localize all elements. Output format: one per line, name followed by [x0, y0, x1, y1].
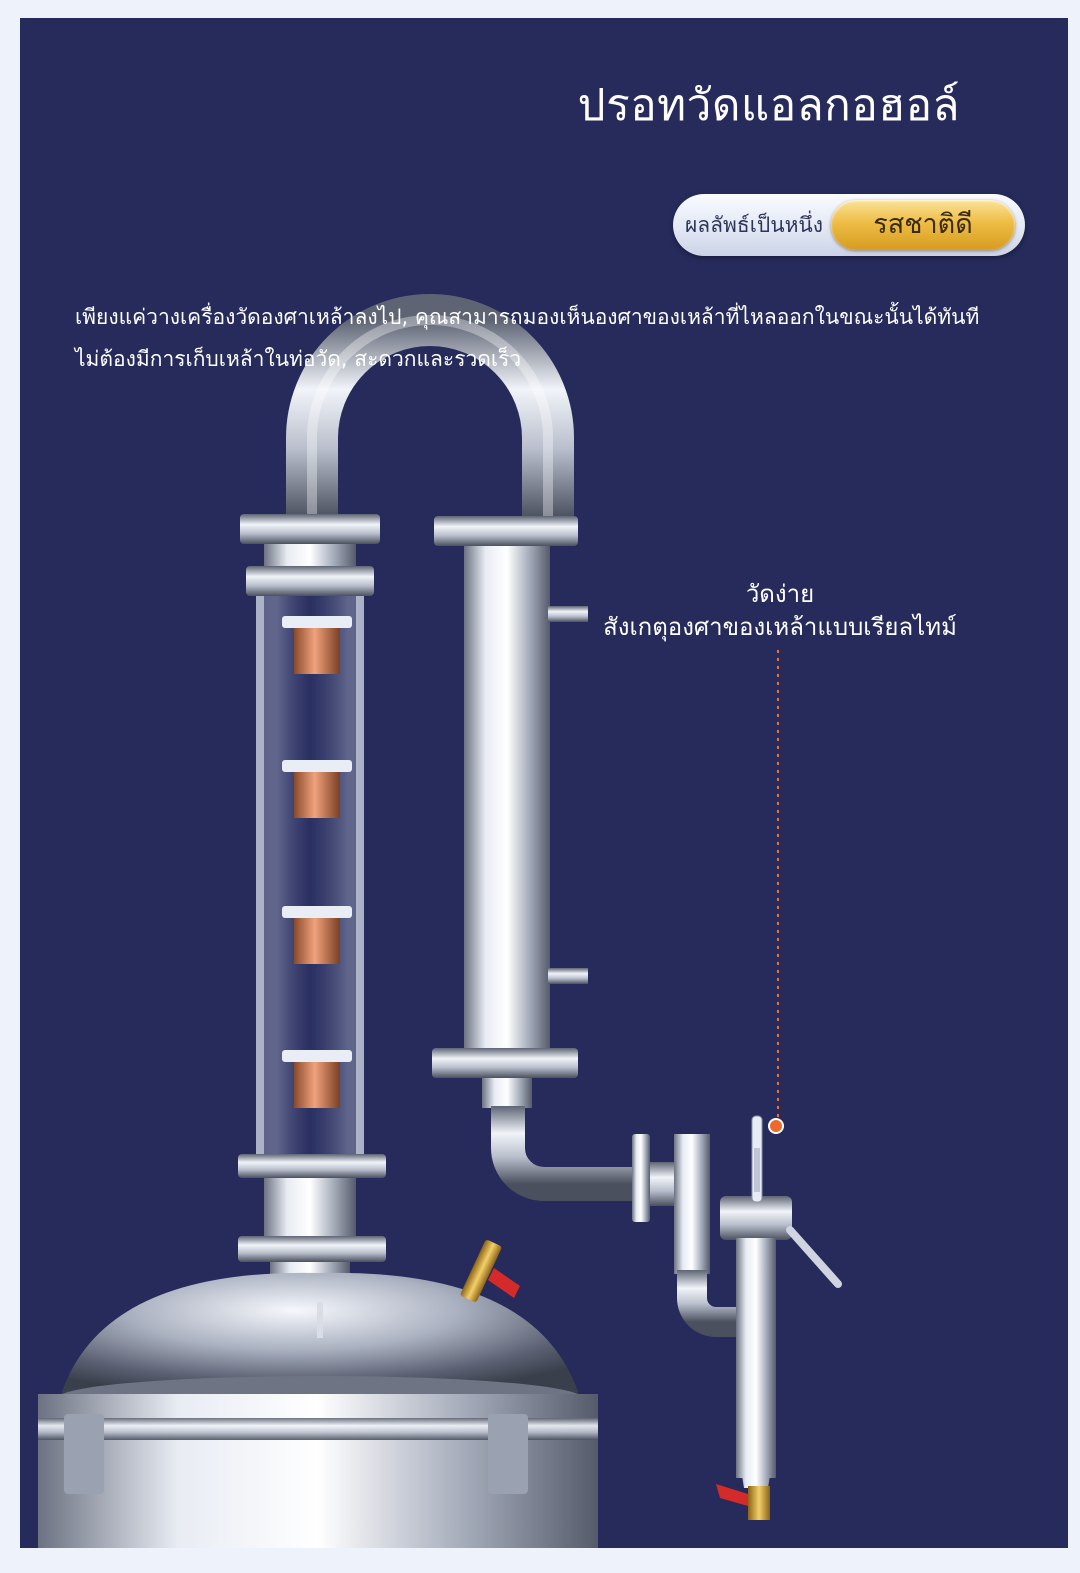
condenser-column [464, 546, 550, 1056]
feature-badge: ผลลัพธ์เป็นหนึ่ง รสชาติดี [673, 194, 1025, 256]
callout-line-2: สังเกตุองศาของเหล้าแบบเรียลไทม์ [603, 613, 957, 641]
dome-valve [460, 1240, 520, 1302]
description-line-1: เพียงแค่วางเครื่องวัดองศาเหล้าลงไป, คุณส… [75, 305, 980, 329]
meter-vessel-top [720, 1196, 792, 1240]
description-line-2: ไม่ต้องมีการเก็บเหล้าในท่อวัด, สะดวกและร… [75, 347, 522, 371]
page-title: ปรอทวัดแอลกอฮอล์ [577, 80, 960, 131]
drain-valve [748, 1486, 770, 1520]
left-top-flange [240, 514, 380, 544]
callout-dot [768, 1118, 784, 1134]
right-top-flange [434, 516, 578, 546]
copper-plate-4 [282, 1050, 352, 1108]
distiller-illustration [38, 294, 842, 1548]
copper-plate-1 [282, 616, 352, 674]
badge-highlight: รสชาติดี [831, 200, 1015, 250]
meter-callout: วัดง่าย สังเกตุองศาของเหล้าแบบเรียลไทม์ [580, 578, 980, 644]
outlet-pipe [491, 1106, 660, 1201]
copper-plate-2 [282, 760, 352, 818]
badge-label: ผลลัพธ์เป็นหนึ่ง [685, 213, 824, 237]
product-panel: ปรอทวัดแอลกอฮอล์ ผลลัพธ์เป็นหนึ่ง รสชาติ… [20, 18, 1068, 1548]
copper-plate-3 [282, 906, 352, 964]
description: เพียงแค่วางเครื่องวัดองศาเหล้าลงไป, คุณส… [75, 296, 1055, 380]
top-bend-pipe [286, 294, 574, 518]
callout-line-1: วัดง่าย [745, 580, 815, 608]
